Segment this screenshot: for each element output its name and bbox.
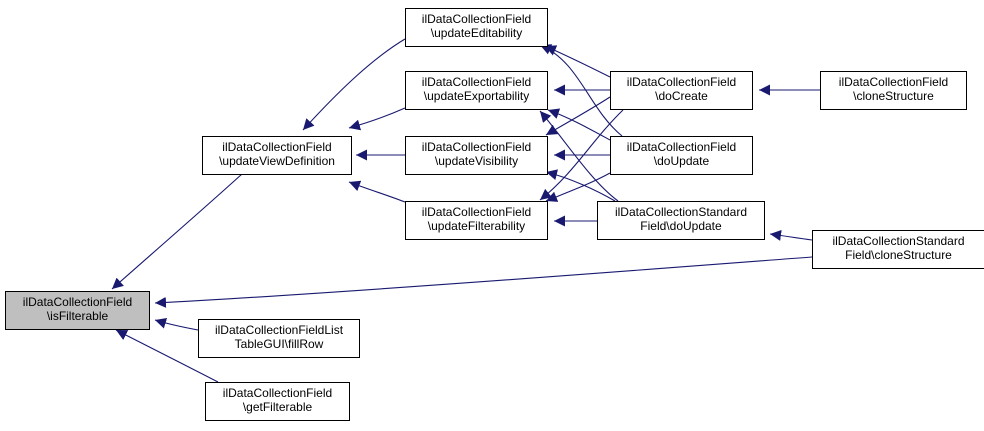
node-doUpdateField[interactable]: ilDataCollectionField\doUpdate xyxy=(610,136,753,175)
node-box xyxy=(198,319,360,358)
node-label-line-2: \doCreate xyxy=(655,89,708,103)
node-box xyxy=(610,71,753,110)
node-label-line-1: ilDataCollectionStandard xyxy=(615,205,747,219)
node-label-line-1: ilDataCollectionField xyxy=(627,75,736,89)
node-label-line-2: \updateEditability xyxy=(431,26,522,40)
node-label-line-1: ilDataCollectionField xyxy=(422,75,531,89)
node-doCreate[interactable]: ilDataCollectionField\doCreate xyxy=(610,71,753,110)
node-label-line-1: ilDataCollectionField xyxy=(223,386,332,400)
node-label-line-2: \updateFilterability xyxy=(428,219,525,233)
node-updateFilterability[interactable]: ilDataCollectionField\updateFilterabilit… xyxy=(405,201,548,240)
node-isFilterable[interactable]: ilDataCollectionField\isFilterable xyxy=(5,291,150,330)
edge-fillRow-to-isFilterable xyxy=(154,317,199,331)
edges-layer xyxy=(111,38,820,383)
node-updateViewDefinition[interactable]: ilDataCollectionField\updateViewDefiniti… xyxy=(202,136,352,175)
node-updateExportability[interactable]: ilDataCollectionField\updateExportabilit… xyxy=(405,71,548,110)
edge-doUpdateField-to-updateExportability xyxy=(547,108,611,141)
edge-doCreate-to-updateEditability xyxy=(544,45,611,78)
node-label-line-1: ilDataCollectionField xyxy=(839,75,948,89)
edge-doUpdateStandard-to-updateVisibility xyxy=(545,169,616,202)
node-box xyxy=(202,136,352,175)
node-label-line-1: ilDataCollectionField xyxy=(23,295,132,309)
edge-updateViewDefinition-to-isFilterable xyxy=(111,173,243,290)
edge-updateFilterability-to-updateViewDefinition xyxy=(348,180,406,203)
node-label-line-2: Field\cloneStructure xyxy=(845,248,952,262)
node-cloneStructureField[interactable]: ilDataCollectionField\cloneStructure xyxy=(820,71,967,110)
node-label-line-1: ilDataCollectionStandard xyxy=(832,234,964,248)
node-label-line-2: \updateVisibility xyxy=(435,154,518,168)
edge-doCreate-to-updateFilterability xyxy=(539,109,624,201)
node-label-line-2: \cloneStructure xyxy=(853,89,934,103)
node-label-line-2: \isFilterable xyxy=(47,309,109,323)
node-box xyxy=(812,230,984,269)
node-label-line-2: \getFilterable xyxy=(243,400,313,414)
node-updateVisibility[interactable]: ilDataCollectionField\updateVisibility xyxy=(405,136,548,175)
edge-doUpdateField-to-updateFilterability xyxy=(545,172,611,202)
node-label-line-1: ilDataCollectionField xyxy=(422,12,531,26)
node-label-line-1: ilDataCollectionField xyxy=(422,205,531,219)
node-label-line-1: ilDataCollectionField xyxy=(627,140,736,154)
edge-doUpdateStandard-to-updateExportability xyxy=(539,110,619,202)
node-label-line-2: \updateExportability xyxy=(424,89,529,103)
node-getFilterable[interactable]: ilDataCollectionField\getFilterable xyxy=(205,382,350,421)
edge-updateExportability-to-updateViewDefinition xyxy=(348,107,406,131)
node-box xyxy=(597,201,765,240)
node-label-line-1: ilDataCollectionField xyxy=(422,140,531,154)
node-label-line-2: \doUpdate xyxy=(654,154,710,168)
node-updateEditability[interactable]: ilDataCollectionField\updateEditability xyxy=(405,8,548,47)
node-label-line-2: \updateViewDefinition xyxy=(219,154,335,168)
edge-doCreate-to-updateVisibility xyxy=(545,96,611,136)
node-box xyxy=(5,291,150,330)
node-cloneStructureStandard[interactable]: ilDataCollectionStandardField\cloneStruc… xyxy=(812,230,984,269)
node-label-line-2: Field\doUpdate xyxy=(640,219,722,233)
edge-doUpdateField-to-updateEditability xyxy=(539,44,623,137)
node-box xyxy=(610,136,753,175)
node-box xyxy=(205,382,350,421)
edge-cloneStructureStandard-to-doUpdateStandard xyxy=(769,230,813,241)
node-box xyxy=(405,8,548,47)
node-box xyxy=(405,71,548,110)
node-label-line-2: TableGUI\fillRow xyxy=(235,337,324,351)
edge-cloneStructureStandard-to-isFilterable xyxy=(154,256,813,308)
node-box xyxy=(820,71,967,110)
nodes-layer: ilDataCollectionField\isFilterableilData… xyxy=(5,8,984,421)
node-label-line-1: ilDataCollectionField xyxy=(222,140,331,154)
node-box xyxy=(405,136,548,175)
node-box xyxy=(405,201,548,240)
edge-updateEditability-to-updateViewDefinition xyxy=(302,38,406,131)
node-label-line-1: ilDataCollectionFieldList xyxy=(215,323,344,337)
edge-getFilterable-to-isFilterable xyxy=(115,329,219,383)
node-fillRow[interactable]: ilDataCollectionFieldListTableGUI\fillRo… xyxy=(198,319,360,358)
